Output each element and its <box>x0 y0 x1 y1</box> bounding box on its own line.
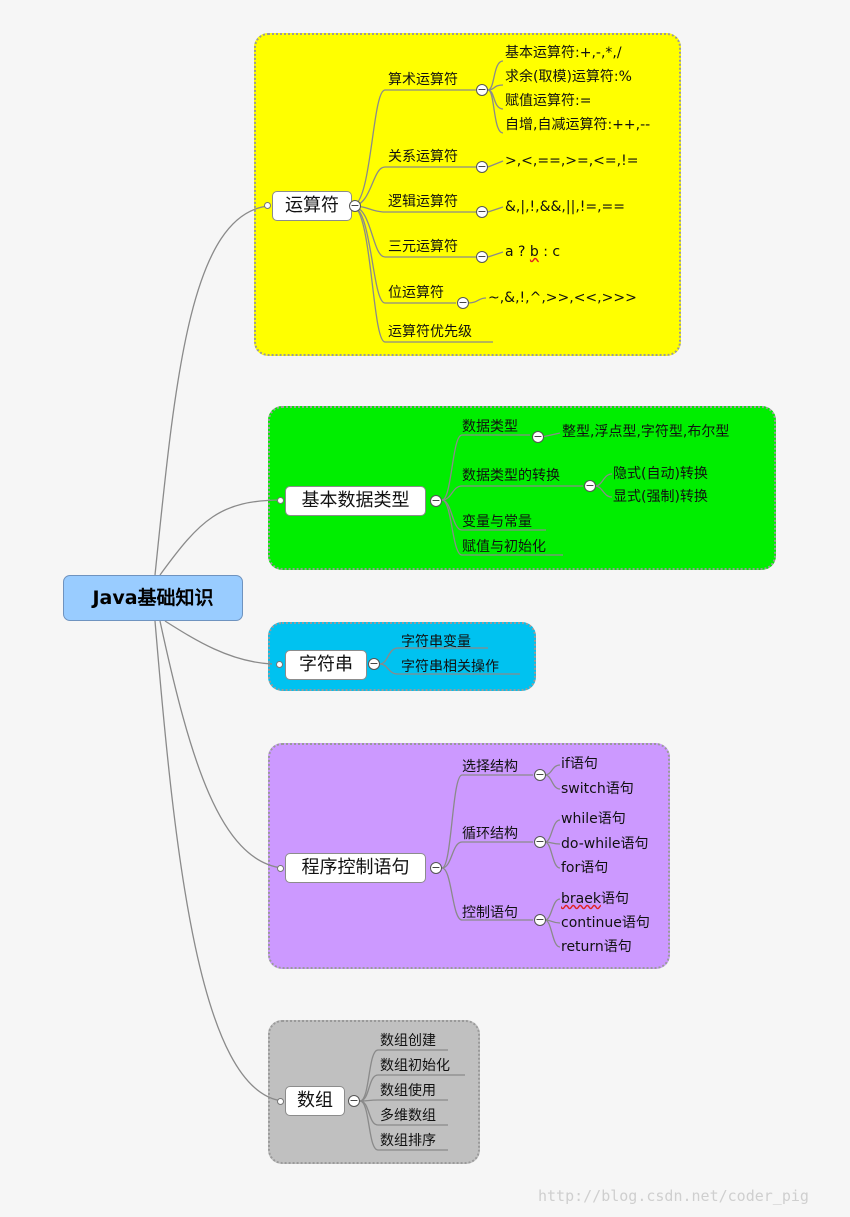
leaf-array-init[interactable]: 数组初始化 <box>380 1058 450 1074</box>
collapse-icon[interactable]: − <box>584 479 596 492</box>
collapse-icon[interactable]: − <box>368 657 380 670</box>
leaf-while-statement[interactable]: while语句 <box>561 811 626 827</box>
leaf-multidim-array[interactable]: 多维数组 <box>380 1108 436 1124</box>
collapse-icon[interactable]: − <box>534 835 546 848</box>
leaf-array-create[interactable]: 数组创建 <box>380 1033 436 1049</box>
ternary-part-a: a ? <box>505 244 530 260</box>
leaf-ternary-value[interactable]: a ? b : c <box>505 243 560 261</box>
leaf-logical-values[interactable]: &,|,!,&&,||,!=,== <box>505 199 626 215</box>
node-operator-precedence[interactable]: 运算符优先级 <box>388 324 472 340</box>
leaf-continue-statement[interactable]: continue语句 <box>561 915 650 931</box>
collapse-icon[interactable]: − <box>476 83 488 96</box>
root-node[interactable]: Java基础知识 <box>63 575 243 621</box>
collapse-icon[interactable]: − <box>534 768 546 781</box>
node-loop-structure[interactable]: 循环结构 <box>462 826 518 842</box>
collapse-icon[interactable]: − <box>430 494 442 507</box>
node-ternary-operator[interactable]: 三元运算符 <box>388 239 458 255</box>
collapse-icon[interactable]: − <box>534 913 546 926</box>
leaf-dowhile-statement[interactable]: do-while语句 <box>561 836 649 852</box>
collapse-icon[interactable]: − <box>476 160 488 173</box>
topic-arrays[interactable]: 数组 <box>285 1086 345 1116</box>
node-logical-operators[interactable]: 逻辑运算符 <box>388 194 458 210</box>
topic-basic-datatypes[interactable]: 基本数据类型 <box>285 486 426 516</box>
leaf-modulo-operator[interactable]: 求余(取模)运算符:% <box>505 69 632 85</box>
leaf-relational-values[interactable]: >,<,==,>=,<=,!= <box>505 153 639 169</box>
node-relational-operators[interactable]: 关系运算符 <box>388 149 458 165</box>
ternary-part-c: : c <box>538 244 561 260</box>
node-data-type[interactable]: 数据类型 <box>462 419 518 435</box>
collapse-icon[interactable]: − <box>348 1094 360 1107</box>
collapse-icon[interactable]: − <box>476 205 488 218</box>
watermark: http://blog.csdn.net/coder_pig <box>538 1187 809 1205</box>
expand-dot-icon[interactable] <box>276 661 283 668</box>
leaf-increment-operator[interactable]: 自增,自减运算符:++,-- <box>505 117 651 133</box>
braek-keyword: braek <box>561 891 601 907</box>
node-assign-init[interactable]: 赋值与初始化 <box>462 539 546 555</box>
node-bitwise-operators[interactable]: 位运算符 <box>388 285 444 301</box>
node-variables-constants[interactable]: 变量与常量 <box>462 514 532 530</box>
collapse-icon[interactable]: − <box>532 430 544 443</box>
node-arith-operators[interactable]: 算术运算符 <box>388 72 458 88</box>
topic-operators[interactable]: 运算符 <box>272 191 352 221</box>
collapse-icon[interactable]: − <box>430 861 442 874</box>
leaf-array-use[interactable]: 数组使用 <box>380 1083 436 1099</box>
leaf-switch-statement[interactable]: switch语句 <box>561 781 634 797</box>
leaf-array-sort[interactable]: 数组排序 <box>380 1133 436 1149</box>
expand-dot-icon[interactable] <box>277 497 284 504</box>
expand-dot-icon[interactable] <box>264 202 271 209</box>
topic-control-statements[interactable]: 程序控制语句 <box>285 853 426 883</box>
leaf-implicit-conversion[interactable]: 隐式(自动)转换 <box>613 466 708 482</box>
collapse-icon[interactable]: − <box>476 250 488 263</box>
collapse-icon[interactable]: − <box>349 199 361 212</box>
node-control-statements[interactable]: 控制语句 <box>462 905 518 921</box>
leaf-assign-operator[interactable]: 赋值运算符:= <box>505 93 592 109</box>
leaf-if-statement[interactable]: if语句 <box>561 756 598 772</box>
leaf-break-statement[interactable]: braek语句 <box>561 890 629 908</box>
topic-strings[interactable]: 字符串 <box>285 650 367 680</box>
node-selection-structure[interactable]: 选择结构 <box>462 759 518 775</box>
leaf-bitwise-values[interactable]: ~,&,!,^,>>,<<,>>> <box>488 290 637 306</box>
node-type-conversion[interactable]: 数据类型的转换 <box>462 468 560 484</box>
leaf-for-statement[interactable]: for语句 <box>561 860 609 876</box>
leaf-return-statement[interactable]: return语句 <box>561 939 632 955</box>
leaf-explicit-conversion[interactable]: 显式(强制)转换 <box>613 489 708 505</box>
leaf-basic-operators[interactable]: 基本运算符:+,-,*,/ <box>505 45 622 61</box>
braek-suffix: 语句 <box>600 891 629 907</box>
leaf-string-operations[interactable]: 字符串相关操作 <box>401 659 499 675</box>
ternary-part-b: b <box>529 244 539 260</box>
leaf-data-type-values[interactable]: 整型,浮点型,字符型,布尔型 <box>562 424 730 440</box>
expand-dot-icon[interactable] <box>277 1098 284 1105</box>
collapse-icon[interactable]: − <box>457 296 469 309</box>
expand-dot-icon[interactable] <box>277 865 284 872</box>
leaf-string-variable[interactable]: 字符串变量 <box>401 634 471 650</box>
